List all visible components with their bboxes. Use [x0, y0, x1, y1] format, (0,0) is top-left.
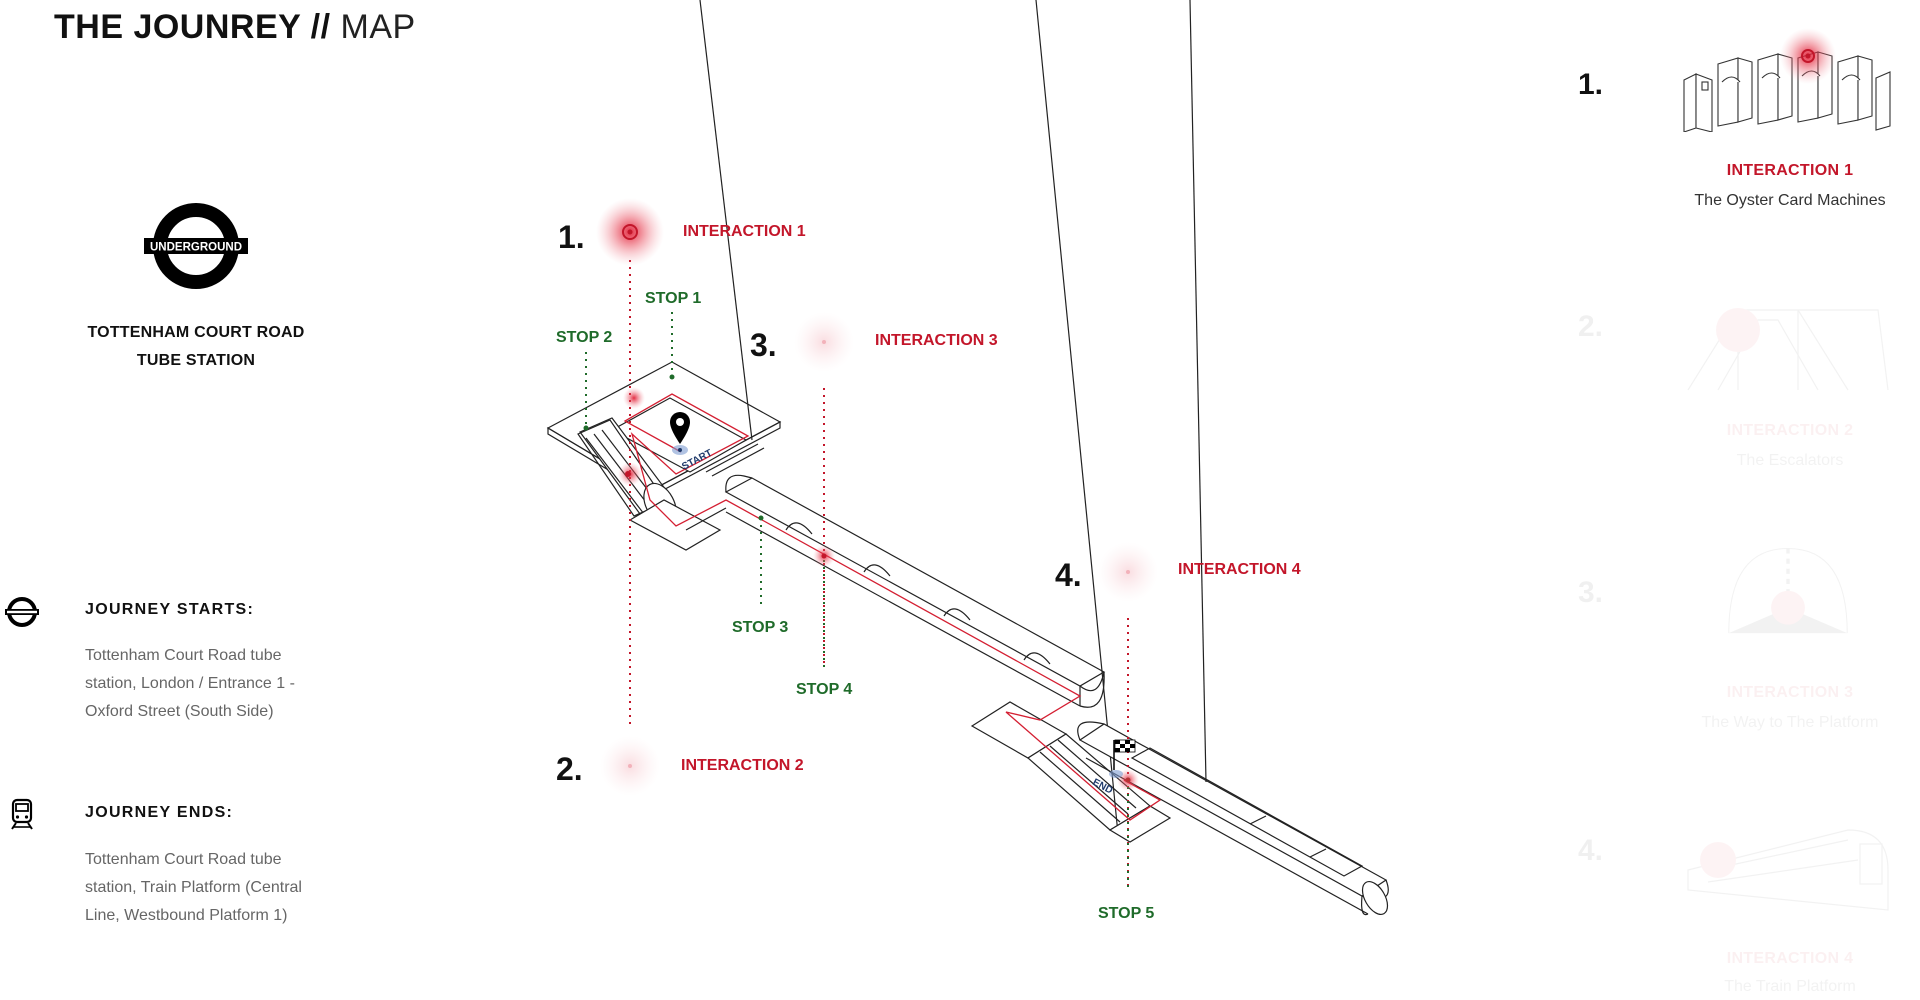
station-structure	[546, 0, 1389, 916]
panel-number-3: 3.	[1578, 576, 1604, 609]
panel-interaction-1-subtitle: The Oyster Card Machines	[1694, 192, 1886, 209]
panel-interaction-2-title[interactable]: INTERACTION 2	[1726, 422, 1854, 439]
escalators-illustration[interactable]	[1678, 290, 1898, 400]
platform-way-illustration[interactable]	[1678, 540, 1898, 650]
train-platform-illustration[interactable]	[1678, 810, 1898, 920]
panel-interaction-4-title[interactable]: INTERACTION 4	[1726, 950, 1854, 967]
oyster-machines-illustration[interactable]	[1678, 22, 1898, 132]
route-line	[623, 393, 1162, 821]
station-name-line1: TOTTENHAM COURT ROAD	[87, 324, 305, 341]
title-bold: THE JOUNREY	[54, 8, 301, 46]
page-title: THE JOUNREY // MAP	[54, 8, 416, 47]
map-pin-icon	[670, 412, 690, 444]
roundel-icon	[5, 597, 39, 627]
panel-interaction-4-subtitle: The Train Platform	[1724, 978, 1856, 995]
train-icon	[11, 798, 33, 830]
main-corridor	[724, 477, 1106, 687]
interaction-markers[interactable]	[596, 198, 1158, 796]
station-name-line2: TUBE STATION	[136, 352, 256, 369]
panel-number-2: 2.	[1578, 310, 1604, 343]
journey-starts-text: Tottenham Court Road tube station, Londo…	[85, 647, 295, 720]
map-number-1: 1.	[558, 219, 585, 255]
leader-lines	[585, 260, 1129, 888]
map-interaction-3-label[interactable]: INTERACTION 3	[875, 332, 998, 349]
map-interaction-1-label[interactable]: INTERACTION 1	[683, 223, 806, 240]
map-number-3: 3.	[750, 327, 777, 363]
journey-ends-title: JOURNEY ENDS:	[85, 804, 234, 821]
logo-text: UNDERGROUND	[150, 242, 242, 254]
map-stop-3-label: STOP 3	[732, 619, 788, 636]
panel-interaction-3-title[interactable]: INTERACTION 3	[1726, 684, 1854, 701]
map-stop-2-label: STOP 2	[556, 329, 612, 346]
panel-interaction-2-subtitle: The Escalators	[1736, 452, 1844, 469]
map-stop-1-label: STOP 1	[645, 290, 701, 307]
panel-number-4: 4.	[1578, 834, 1604, 867]
interaction-1-center	[622, 224, 638, 240]
map-stop-5-label: STOP 5	[1098, 905, 1154, 922]
underground-logo: UNDERGROUND	[144, 203, 248, 289]
map-interaction-4-label[interactable]: INTERACTION 4	[1178, 561, 1301, 578]
map-stop-4-label: STOP 4	[796, 681, 852, 698]
journey-starts-title: JOURNEY STARTS:	[85, 601, 255, 618]
map-number-2: 2.	[556, 751, 583, 787]
title-separator: //	[300, 8, 341, 46]
entrance-stair	[699, 0, 753, 441]
panel-interaction-1-title[interactable]: INTERACTION 1	[1726, 162, 1854, 179]
panel-number-1: 1.	[1578, 68, 1604, 101]
journey-ends-text: Tottenham Court Road tube station, Train…	[85, 851, 302, 924]
train	[1130, 747, 1364, 877]
map-interaction-2-label[interactable]: INTERACTION 2	[681, 757, 804, 774]
panel-interaction-3-subtitle: The Way to The Platform	[1701, 714, 1879, 731]
title-light: MAP	[340, 8, 416, 46]
finish-flag-icon	[1114, 739, 1136, 753]
map-number-4: 4.	[1055, 557, 1082, 593]
